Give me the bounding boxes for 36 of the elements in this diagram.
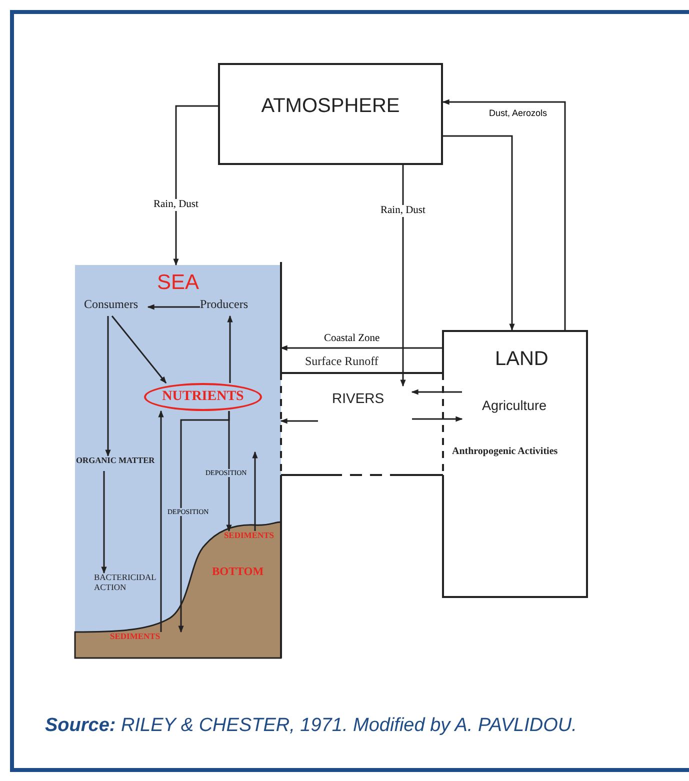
nutrients-ellipse: NUTRIENTS	[144, 383, 262, 411]
sea-area	[75, 265, 281, 658]
text-label: Surface Runoff	[305, 354, 378, 369]
arrow	[280, 345, 443, 351]
node-text: Consumers	[84, 298, 148, 316]
compartment-box	[443, 330, 588, 598]
edge-label: Rain, Dust	[152, 198, 200, 212]
compartment-box: ATMOSPHERE	[218, 63, 443, 165]
arrow	[412, 416, 463, 422]
arrow	[227, 315, 233, 383]
arrow	[111, 316, 167, 384]
node-text: RIVERS	[318, 386, 412, 422]
node-text: Producers	[200, 298, 258, 316]
node-text: SEDIMENTS	[217, 531, 281, 544]
text-label: Anthropogenic Activities	[452, 446, 558, 457]
text-label: BOTTOM	[212, 566, 264, 578]
caption: Source: RILEY & CHESTER, 1971. Modified by A. PAVLIDOU.	[45, 715, 577, 737]
arrow	[178, 411, 230, 633]
edge-label: Dust, Aerozols	[488, 108, 548, 118]
arrow	[252, 451, 258, 531]
arrow	[173, 105, 218, 266]
node-text: BACTERICIDAL ACTION	[94, 573, 174, 597]
arrow	[158, 410, 164, 632]
node-text: Agriculture	[462, 388, 554, 422]
box-heading: LAND	[495, 348, 548, 371]
arrow	[101, 471, 107, 574]
node-text: SEDIMENTS	[106, 632, 186, 645]
sea-heading: SEA	[156, 271, 200, 296]
arrow	[442, 99, 566, 330]
arrow	[147, 304, 200, 310]
arrow	[443, 135, 515, 331]
arrow	[105, 316, 111, 457]
edge-label: Rain, Dust	[380, 204, 426, 218]
arrow	[400, 165, 406, 387]
arrow	[411, 389, 462, 395]
arrow	[280, 418, 318, 424]
